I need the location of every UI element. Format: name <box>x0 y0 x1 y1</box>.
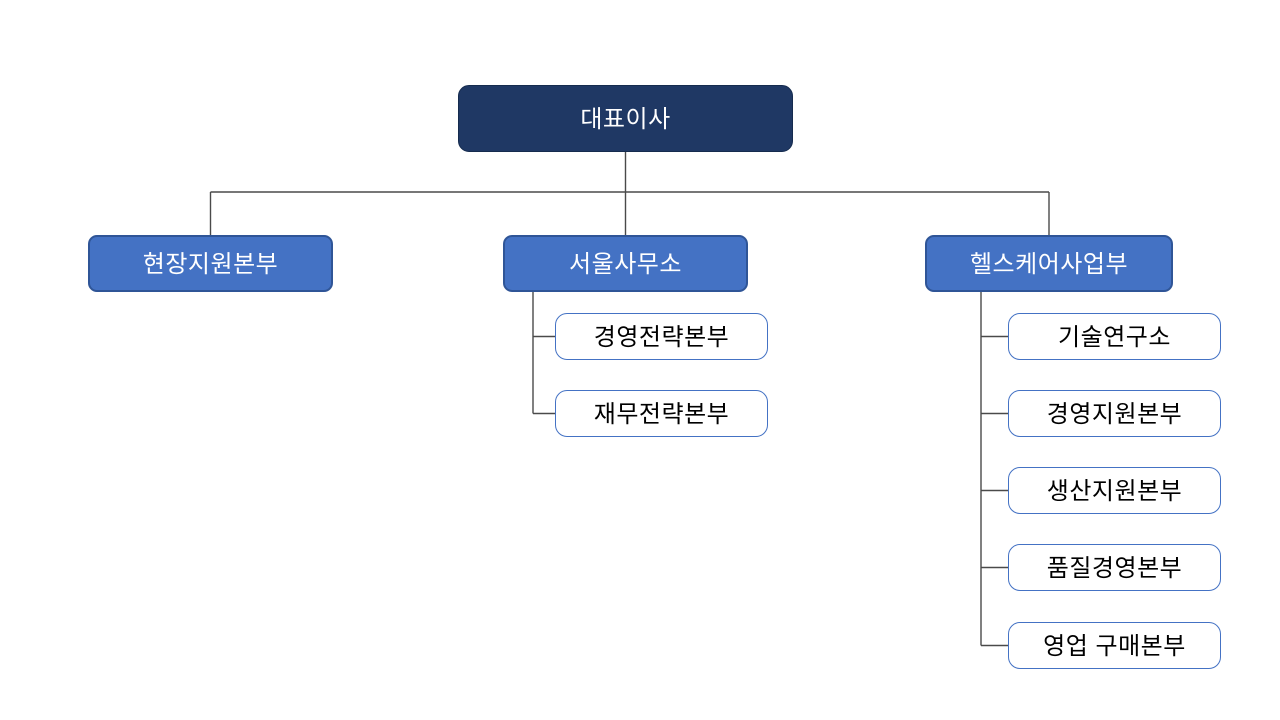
org-node-management-strategy: 경영전략본부 <box>555 313 768 360</box>
org-node-label: 생산지원본부 <box>1046 477 1183 505</box>
org-node-seoul-office: 서울사무소 <box>503 235 748 292</box>
org-node-label: 헬스케어사업부 <box>969 250 1129 278</box>
org-node-label: 경영전략본부 <box>593 323 730 351</box>
org-node-healthcare-division: 헬스케어사업부 <box>925 235 1173 292</box>
org-node-quality-management: 품질경영본부 <box>1008 544 1221 591</box>
org-node-label: 서울사무소 <box>569 250 682 278</box>
org-node-label: 기술연구소 <box>1058 323 1171 351</box>
org-node-label: 경영지원본부 <box>1046 400 1183 428</box>
org-node-label: 재무전략본부 <box>593 400 730 428</box>
org-node-management-support: 경영지원본부 <box>1008 390 1221 437</box>
org-node-label: 현장지원본부 <box>142 250 279 278</box>
org-node-label: 대표이사 <box>580 105 671 133</box>
org-node-field-support-division: 현장지원본부 <box>88 235 333 292</box>
org-node-label: 영업 구매본부 <box>1043 632 1186 660</box>
org-node-sales-purchasing: 영업 구매본부 <box>1008 622 1221 669</box>
org-node-ceo: 대표이사 <box>458 85 793 152</box>
org-node-production-support: 생산지원본부 <box>1008 467 1221 514</box>
org-node-label: 품질경영본부 <box>1046 554 1183 582</box>
org-node-tech-research: 기술연구소 <box>1008 313 1221 360</box>
org-node-financial-strategy: 재무전략본부 <box>555 390 768 437</box>
